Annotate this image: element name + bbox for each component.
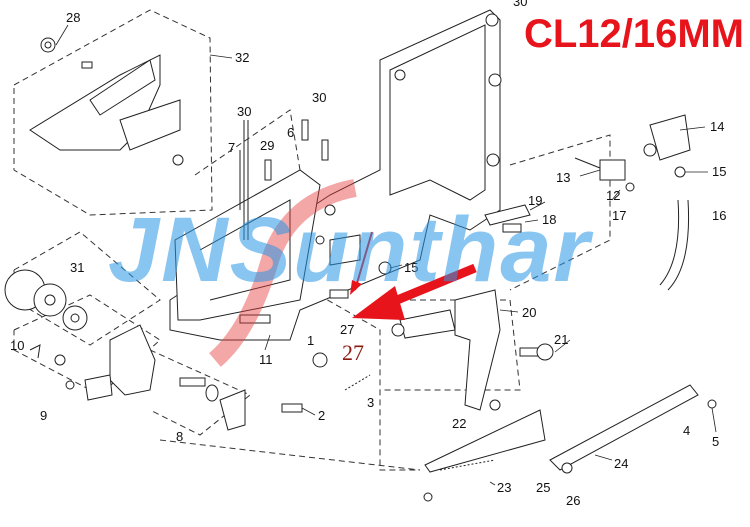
label-32: 32 — [235, 50, 249, 65]
feeder-frame — [169, 9, 502, 341]
label-17: 17 — [612, 208, 626, 223]
label-2: 2 — [318, 408, 325, 423]
levers — [391, 289, 717, 502]
cover-plate-32 — [29, 37, 184, 166]
label-12: 12 — [606, 188, 620, 203]
label-5: 5 — [712, 434, 719, 449]
label-22: 22 — [452, 416, 466, 431]
label-24: 24 — [614, 456, 628, 471]
label-31: 31 — [70, 260, 84, 275]
label-6: 6 — [287, 125, 294, 140]
label-30-top: 30 — [513, 0, 527, 9]
label-26: 26 — [566, 493, 580, 508]
lower-left-parts — [29, 261, 392, 431]
label-3: 3 — [367, 395, 374, 410]
sprockets-31 — [4, 269, 88, 331]
label-29: 29 — [260, 138, 274, 153]
label-28: 28 — [66, 10, 80, 25]
label-10: 10 — [10, 338, 24, 353]
label-15a: 15 — [712, 164, 726, 179]
label-15b: 15 — [404, 260, 418, 275]
label-4: 4 — [683, 423, 690, 438]
pins — [239, 119, 329, 240]
label-20: 20 — [522, 305, 536, 320]
callout-arrows — [350, 231, 477, 320]
label-9: 9 — [40, 408, 47, 423]
group-boxes — [13, 9, 611, 471]
label-14: 14 — [710, 119, 724, 134]
label-7: 7 — [228, 140, 235, 155]
label-25: 25 — [536, 480, 550, 495]
label-16: 16 — [712, 208, 726, 223]
label-8: 8 — [176, 429, 183, 444]
leader-lines — [55, 24, 717, 486]
part-labels: 28 30 32 30 30 6 7 29 14 13 12 15 17 16 … — [10, 0, 726, 508]
label-1: 1 — [307, 333, 314, 348]
callout-label-27: 27 — [342, 340, 364, 365]
label-30a: 30 — [237, 104, 251, 119]
label-30b: 30 — [312, 90, 326, 105]
label-21: 21 — [554, 332, 568, 347]
label-23: 23 — [497, 480, 511, 495]
watermark-swoosh — [208, 179, 357, 367]
label-18: 18 — [542, 212, 556, 227]
label-27: 27 — [340, 322, 354, 337]
label-13: 13 — [556, 170, 570, 185]
label-11: 11 — [259, 352, 273, 367]
model-title: CL12/16MM — [523, 12, 744, 56]
label-19: 19 — [528, 193, 542, 208]
